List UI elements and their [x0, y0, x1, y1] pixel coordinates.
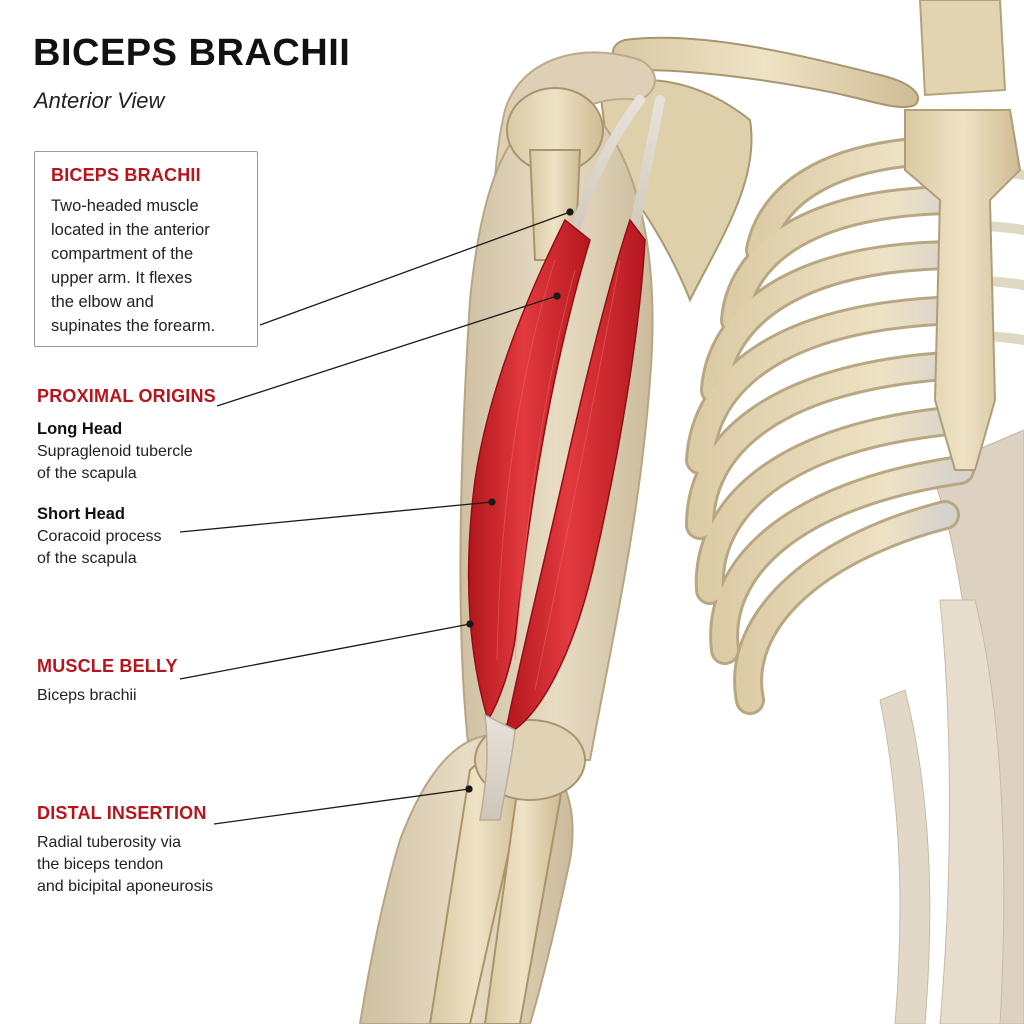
short-head-label: Short Head [37, 505, 126, 523]
cervical-spine [918, 0, 1007, 97]
torso-muscles [879, 429, 1024, 1024]
distal-insertion-line: the biceps tendon [37, 856, 164, 873]
long-head-description: Supraglenoid tubercle of the scapula [37, 441, 247, 485]
short-head-line: of the scapula [37, 550, 137, 567]
scapula [598, 79, 753, 303]
biceps-distal-tendon [479, 713, 516, 821]
forearm [358, 734, 574, 1024]
muscle-belly-heading: MUSCLE BELLY [37, 656, 178, 676]
short-head-line: Coracoid process [37, 528, 162, 545]
info-box-line: supinates the forearm. [51, 317, 216, 335]
page-title: BICEPS BRACHII [33, 32, 351, 74]
info-box: BICEPS BRACHII Two-headed muscle located… [34, 151, 258, 347]
info-box-line: compartment of the [51, 245, 194, 263]
distal-insertion-description: Radial tuberosity via the biceps tendon … [37, 832, 247, 898]
sternum [904, 109, 1022, 471]
info-box-heading: BICEPS BRACHII [51, 165, 201, 185]
info-box-line: Two-headed muscle [51, 197, 199, 215]
distal-insertion-line: Radial tuberosity via [37, 834, 182, 851]
page-subtitle: Anterior View [34, 88, 165, 113]
long-head-line: Supraglenoid tubercle [37, 443, 193, 460]
long-head-line: of the scapula [37, 465, 137, 482]
muscle-belly-line: Biceps brachii [37, 687, 137, 704]
info-box-text: Two-headed muscle located in the anterio… [51, 194, 245, 338]
long-head-label: Long Head [37, 420, 123, 438]
info-box-line: the elbow and [51, 293, 154, 311]
distal-insertion-heading: DISTAL INSERTION [37, 803, 207, 823]
short-head-description: Coracoid process of the scapula [37, 526, 247, 570]
biceps-muscle [467, 218, 646, 737]
info-box-line: located in the anterior [51, 221, 210, 239]
distal-insertion-line: and bicipital aponeurosis [37, 878, 214, 895]
info-box-line: upper arm. It flexes [51, 269, 193, 287]
muscle-belly-description: Biceps brachii [37, 685, 247, 707]
proximal-origins-heading: PROXIMAL ORIGINS [37, 386, 216, 406]
